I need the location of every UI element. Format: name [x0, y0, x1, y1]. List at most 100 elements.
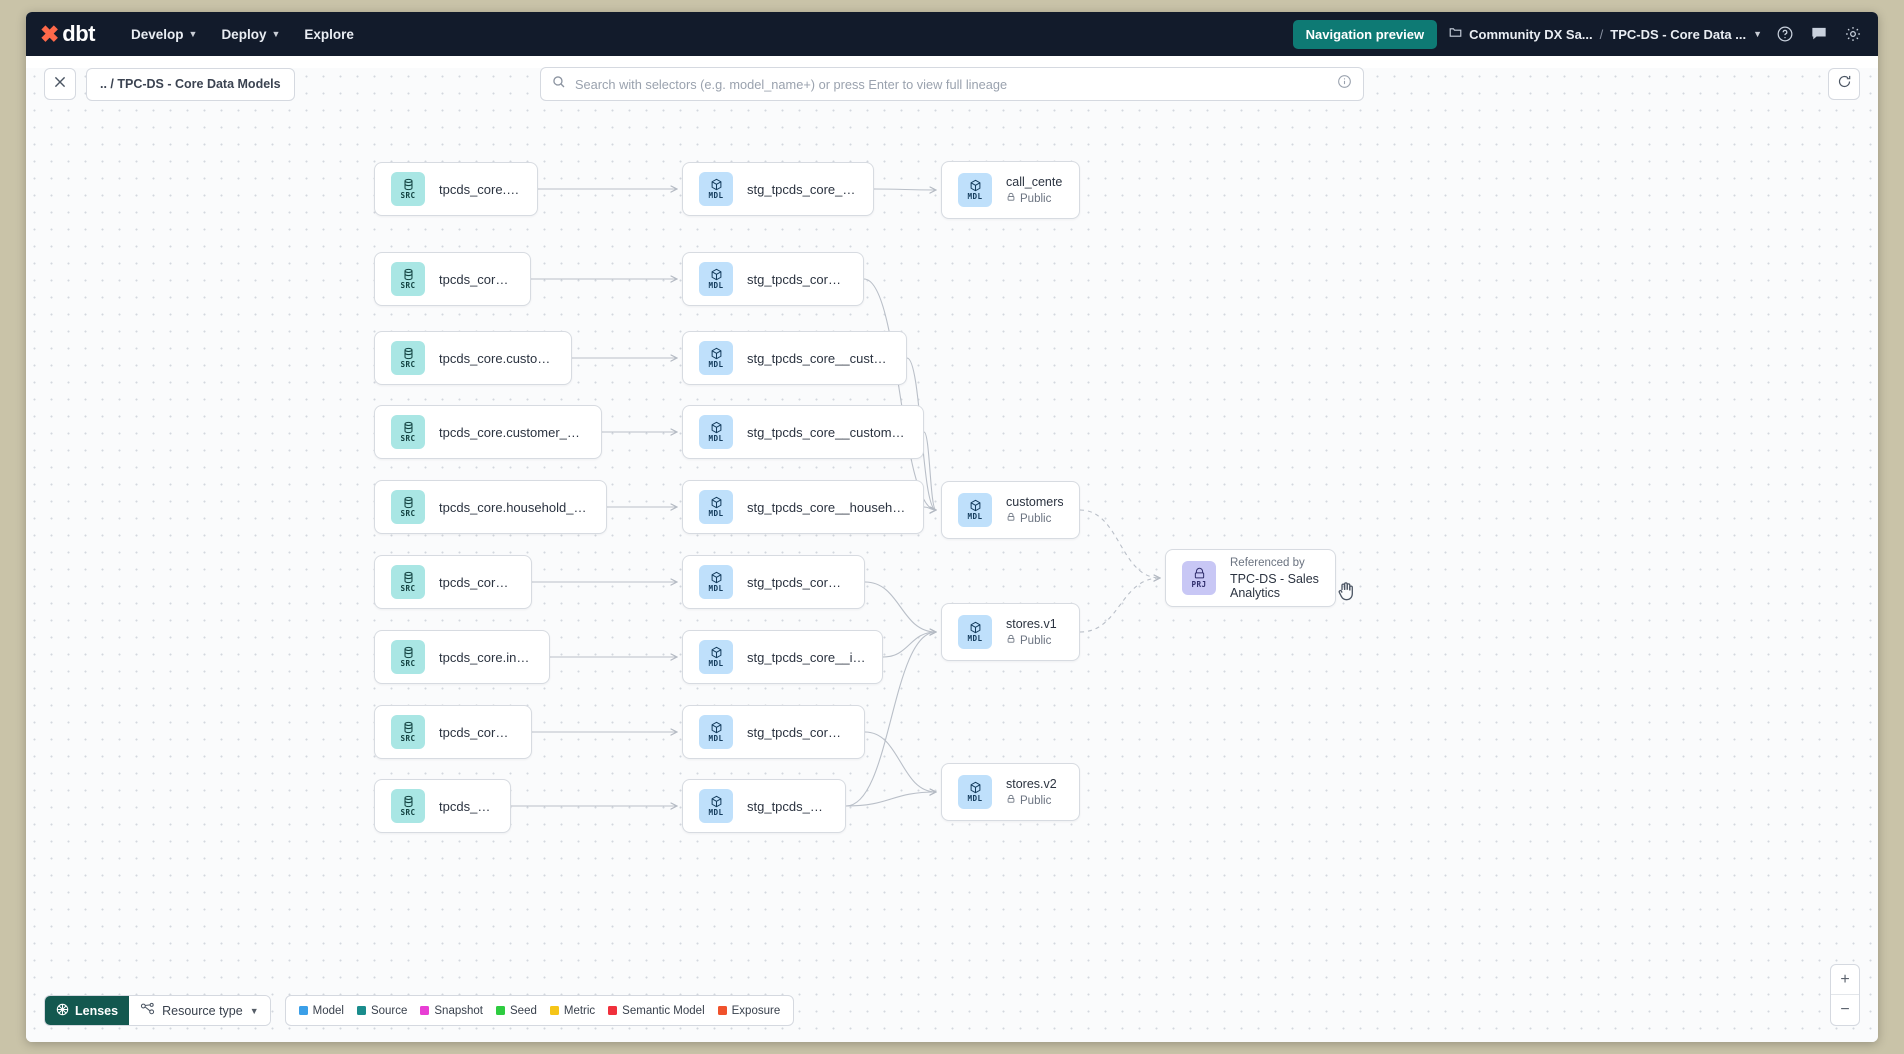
info-icon[interactable] — [1337, 74, 1352, 94]
lineage-node-label: stg_tpcds_core__inventory — [747, 724, 848, 740]
legend-swatch-icon — [717, 1006, 727, 1015]
legend-swatch-icon — [608, 1006, 618, 1015]
gear-icon[interactable] — [1842, 23, 1864, 45]
nodes-icon — [140, 1002, 155, 1019]
legend-label: Source — [370, 1004, 408, 1017]
lock-icon — [1006, 634, 1016, 647]
top-navigation-bar: ✖ dbt Develop ▼ Deploy ▼ Explore Navigat… — [26, 12, 1878, 56]
lineage-canvas[interactable]: SRCtpcds_core.call_centerSRCtpcds_core.c… — [26, 68, 1878, 1042]
mdl-badge-icon: MDL — [699, 789, 733, 823]
legend-item-snapshot[interactable]: Snapshot — [420, 1005, 483, 1017]
legend-swatch-icon — [420, 1006, 430, 1015]
lineage-node-tpcds-core-income-band[interactable]: SRC tpcds_core.income_band — [374, 630, 550, 684]
nav-item-explore[interactable]: Explore — [294, 21, 364, 48]
search-input[interactable] — [575, 76, 1328, 92]
lineage-breadcrumb-pill[interactable]: .. / TPC-DS - Core Data Models — [86, 67, 295, 101]
legend-item-model[interactable]: Model — [298, 1004, 344, 1017]
lineage-node-label: tpcds_core.customer_address — [439, 350, 555, 366]
top-nav-right-group: Navigation preview Community DX Sa... / … — [1292, 19, 1864, 49]
lineage-node-access: Public — [1006, 512, 1063, 525]
lineage-node-title: stores.v1 — [1006, 617, 1057, 631]
legend-item-semantic-model[interactable]: Semantic Model — [608, 1005, 705, 1017]
lens-icon — [56, 1003, 69, 1019]
resource-type-legend: Model Source Snapshot Seed Metric Semantic Mo… — [284, 995, 795, 1026]
lineage-node-label: tpcds_core.income_band — [439, 649, 533, 665]
refresh-icon — [1837, 74, 1852, 94]
nav-item-develop[interactable]: Develop ▼ — [121, 21, 207, 48]
lineage-node-title: call_centers — [1006, 175, 1063, 189]
search-bar[interactable] — [540, 67, 1364, 101]
src-badge-icon: SRC — [391, 640, 425, 674]
legend-label: Seed — [510, 1004, 537, 1017]
lineage-edge — [864, 731, 936, 792]
navigation-preview-button[interactable]: Navigation preview — [1292, 19, 1438, 49]
mdl-badge-icon: MDL — [699, 490, 733, 524]
nav-item-deploy[interactable]: Deploy ▼ — [211, 21, 290, 48]
legend-item-seed[interactable]: Seed — [496, 1005, 537, 1017]
lineage-node-label: tpcds_core.customer_demographics — [439, 424, 585, 440]
lineage-node-stg-tpcds-core-household-demogr-[interactable]: MDLstg_tpcds_core__household_demogr… — [682, 480, 924, 534]
feedback-icon[interactable] — [1808, 23, 1830, 45]
referenced-by-label: Referenced by — [1230, 556, 1305, 569]
chevron-down-icon[interactable]: ▼ — [1753, 29, 1762, 39]
lineage-node-tpcds-core-store[interactable]: SRC tpcds_core.store — [374, 779, 511, 833]
close-button[interactable] — [44, 68, 76, 100]
dbt-logo[interactable]: ✖ dbt — [40, 21, 95, 47]
zoom-in-button[interactable]: + — [1831, 965, 1859, 995]
src-badge-icon: SRC — [391, 789, 425, 823]
breadcrumb: Community DX Sa... / TPC-DS - Core Data … — [1449, 26, 1762, 42]
refresh-button[interactable] — [1828, 68, 1860, 100]
breadcrumb-project[interactable]: TPC-DS - Core Data ... — [1610, 26, 1747, 42]
legend-label: Model — [312, 1004, 344, 1017]
lineage-node-label: tpcds_core.store — [439, 798, 494, 814]
zoom-out-button[interactable]: − — [1840, 1001, 1850, 1018]
mdl-badge-icon: MDL — [958, 775, 992, 809]
lineage-graph: SRCtpcds_core.call_centerSRCtpcds_core.c… — [26, 68, 1878, 1042]
chevron-down-icon: ▼ — [249, 1005, 259, 1016]
mdl-badge-icon: MDL — [958, 615, 992, 649]
lineage-edge — [882, 632, 936, 658]
lineage-node-stg-tpcds-core-customer-demogra-[interactable]: MDLstg_tpcds_core__customer_demogra… — [682, 405, 924, 459]
legend-item-metric[interactable]: Metric — [549, 1004, 596, 1017]
lenses-button[interactable]: Lenses — [45, 996, 130, 1025]
lock-icon — [1006, 512, 1016, 525]
legend-item-source[interactable]: Source — [356, 1004, 408, 1017]
legend-label: Exposure — [731, 1004, 781, 1017]
legend-item-exposure[interactable]: Exposure — [717, 1004, 781, 1017]
src-badge-icon: SRC — [391, 715, 425, 749]
chevron-down-icon: ▼ — [271, 29, 281, 39]
lineage-node-label: stg_tpcds_core__store — [747, 798, 829, 814]
help-icon[interactable] — [1774, 23, 1796, 45]
legend-label: Metric — [563, 1004, 596, 1017]
lineage-toolbar: .. / TPC-DS - Core Data Models — [26, 56, 1878, 112]
nav-item-deploy-label: Deploy — [221, 26, 267, 42]
lineage-node-access: Public — [1006, 634, 1057, 647]
breadcrumb-account[interactable]: Community DX Sa... — [1469, 26, 1593, 42]
resource-type-dropdown[interactable]: Resource type ▼ — [129, 996, 270, 1025]
lens-controls-group: Lenses Resource type ▼ — [44, 995, 271, 1026]
legend-swatch-icon — [549, 1006, 559, 1015]
nav-item-develop-label: Develop — [130, 26, 184, 42]
bottom-toolbar: Lenses Resource type ▼ Model Source Snapsh… — [44, 995, 795, 1026]
lineage-node-stg-tpcds-core-store[interactable]: MDL stg_tpcds_core__store — [682, 779, 846, 833]
lock-icon — [1006, 794, 1016, 807]
